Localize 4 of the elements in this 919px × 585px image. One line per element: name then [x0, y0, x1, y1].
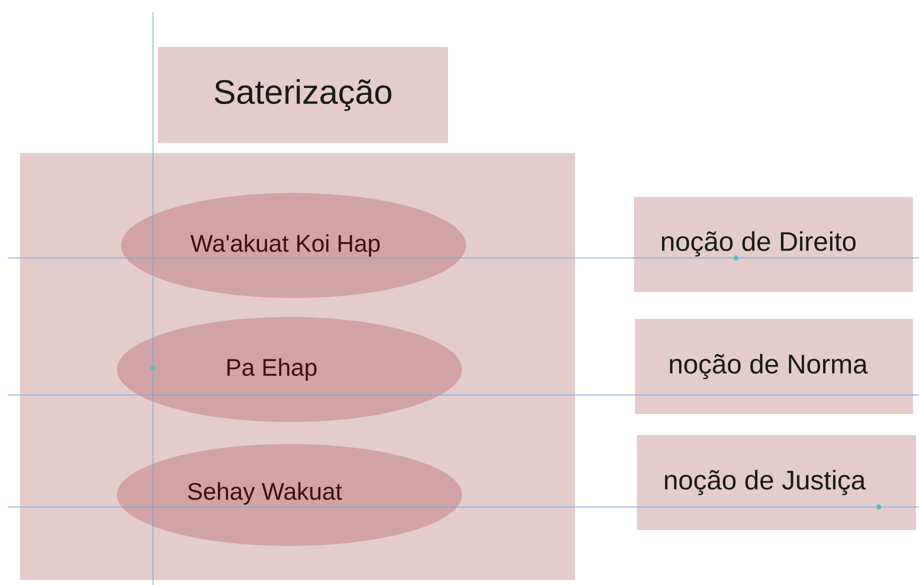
text-box: noção de Direito: [634, 197, 913, 292]
text-box: Saterização: [158, 47, 448, 143]
text-box: noção de Norma: [635, 319, 913, 414]
text-box: noção de Justiça: [637, 435, 916, 530]
